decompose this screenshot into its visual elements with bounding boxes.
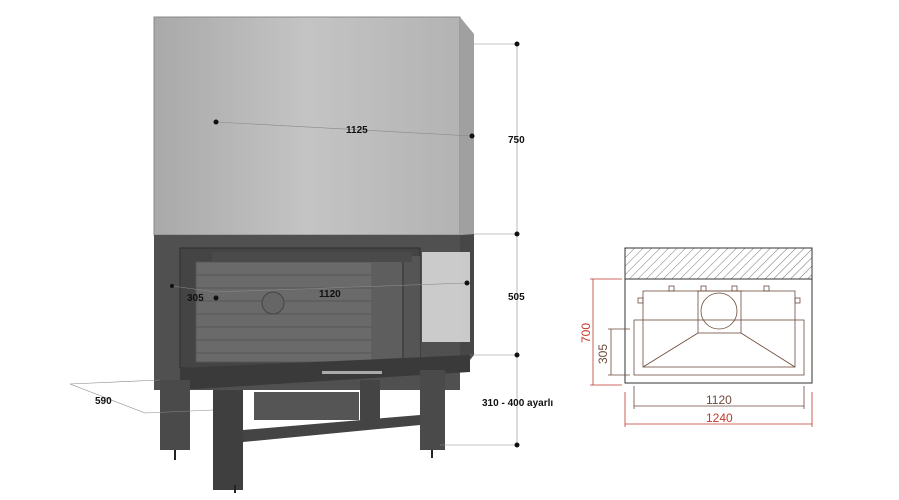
plan-total-width-label: 1240: [706, 411, 733, 425]
plan-opening-height-label: 305: [596, 344, 610, 364]
firebox-width-label: 1120: [319, 289, 341, 300]
side-glass: [422, 252, 470, 342]
plan-inner-width-label: 1120: [706, 393, 732, 407]
hood: [153, 16, 461, 236]
hood-width-label: 1125: [346, 125, 368, 136]
fireplace-3d-render: [153, 16, 474, 493]
render-dimension-lines: [69, 43, 518, 446]
base-depth-label: 590: [95, 396, 112, 407]
firebox-height-label: 505: [508, 292, 525, 303]
dimension-points: [170, 41, 520, 448]
brick-wall: [195, 261, 373, 363]
logo-emblem: [261, 291, 285, 315]
leg-height-label: 310 - 400 ayarlı: [482, 398, 553, 409]
plan-view-drawing: [590, 247, 813, 427]
hood-height-label: 750: [508, 135, 525, 146]
firebox-depth-label: 305: [187, 293, 204, 304]
plan-total-height-label: 700: [579, 323, 593, 343]
